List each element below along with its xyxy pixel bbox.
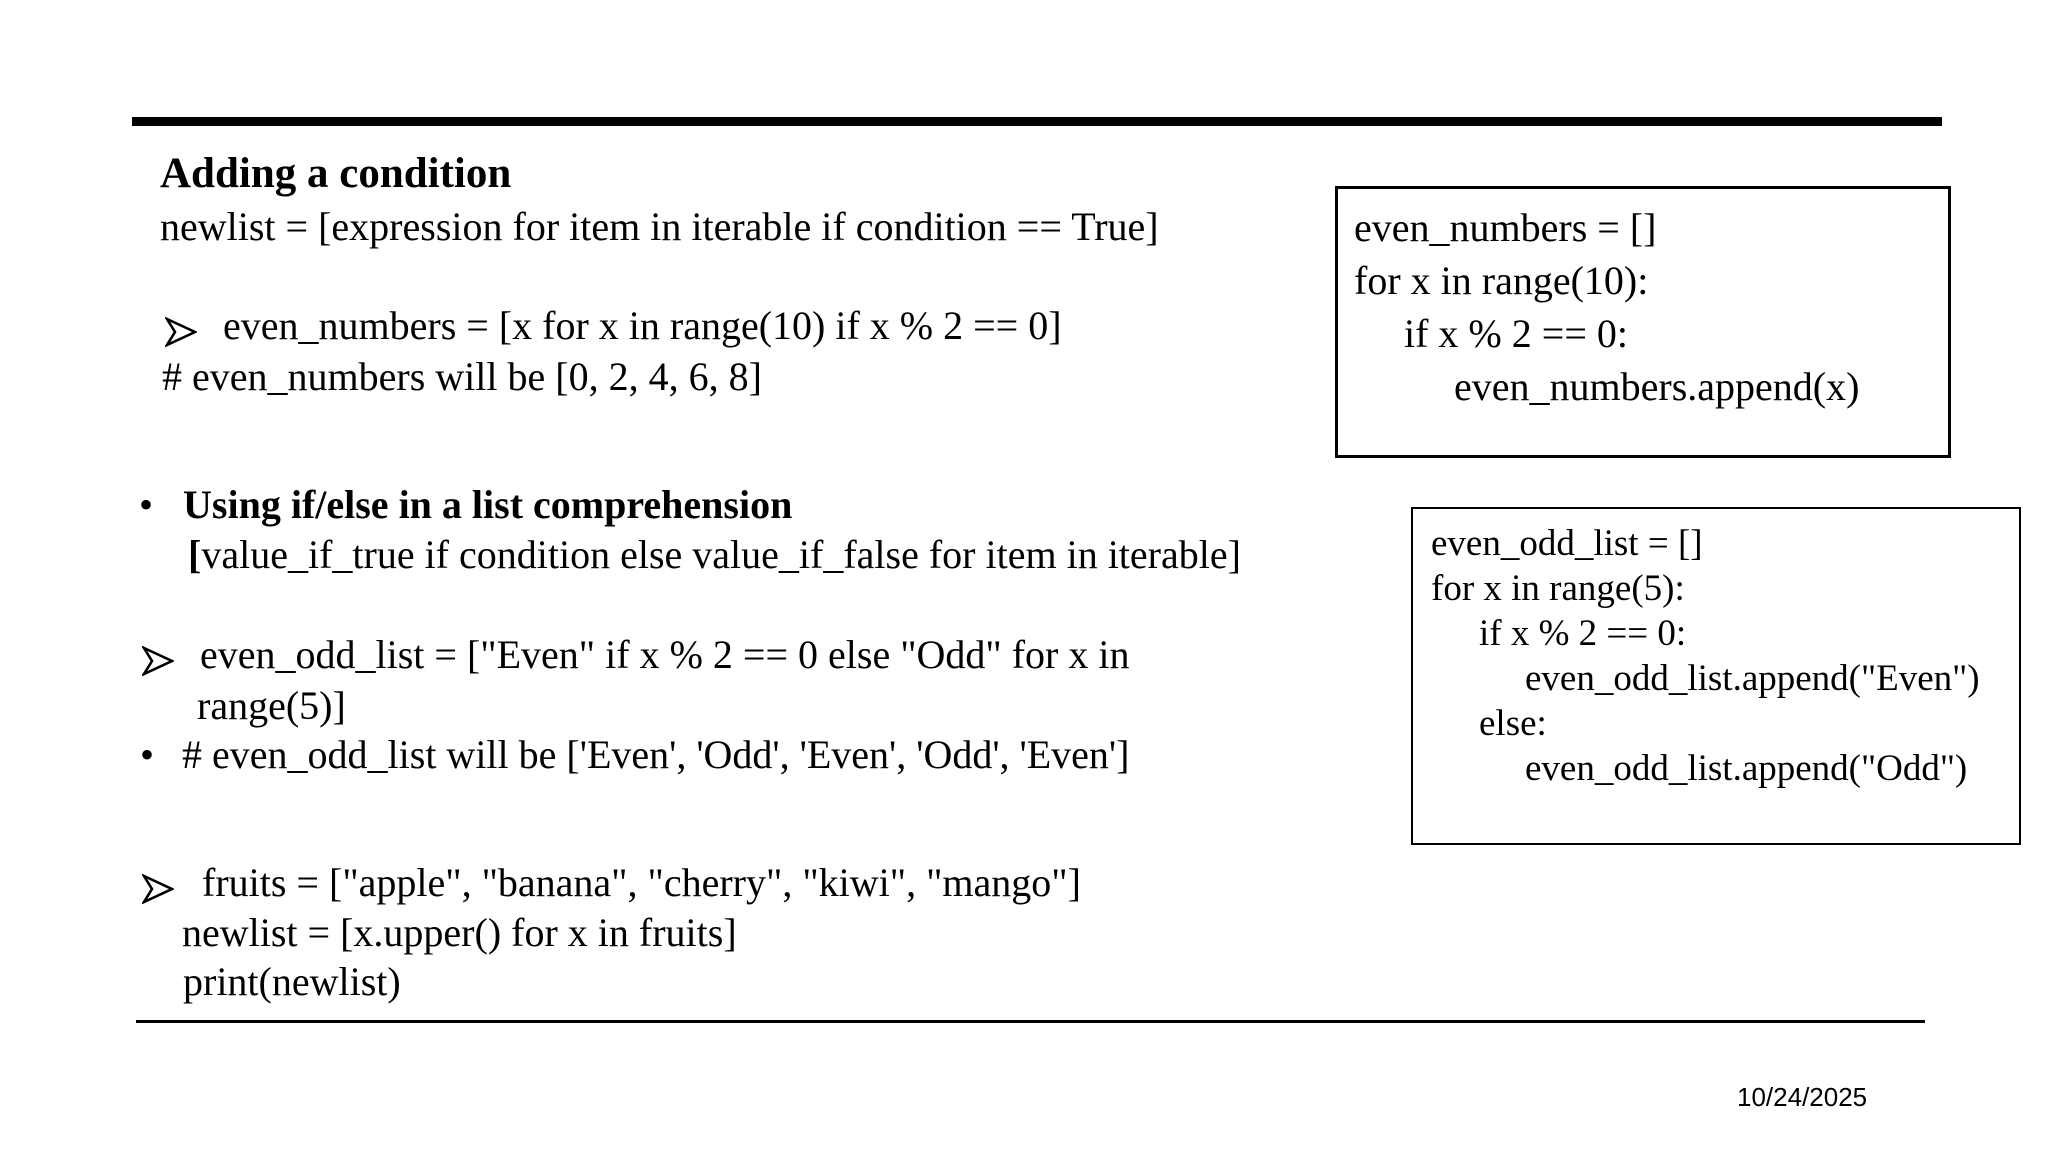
even-odd-code-line2: range(5)] bbox=[197, 683, 346, 728]
code-line: even_numbers = [] bbox=[1354, 205, 1657, 250]
code-line: even_odd_list.append("Odd") bbox=[1525, 748, 1968, 789]
fruits-code-line2: newlist = [x.upper() for x in fruits] bbox=[182, 910, 737, 955]
ifelse-syntax-line: [value_if_true if condition else value_i… bbox=[188, 531, 1241, 579]
dot-bullet-icon: • bbox=[139, 482, 154, 527]
ifelse-heading-line: • Using if/else in a list comprehension bbox=[139, 481, 792, 529]
even-numbers-comment: # even_numbers will be [0, 2, 4, 6, 8] bbox=[162, 354, 762, 399]
ifelse-syntax-bracket: [ bbox=[188, 532, 202, 577]
even-odd-comment: # even_odd_list will be ['Even', 'Odd', … bbox=[182, 732, 1130, 777]
bottom-divider-rule bbox=[136, 1020, 1925, 1023]
dot-bullet-icon: • bbox=[140, 732, 155, 777]
slide-title: Adding a condition bbox=[160, 150, 512, 197]
code-line: even_odd_list = [] bbox=[1431, 523, 1703, 564]
even-odd-code-box: even_odd_list = [] for x in range(5): if… bbox=[1411, 507, 2021, 845]
ifelse-syntax-rest: value_if_true if condition else value_if… bbox=[201, 532, 1241, 577]
code-line: for x in range(10): bbox=[1354, 258, 1649, 303]
code-line: for x in range(5): bbox=[1431, 568, 1685, 609]
arrowhead-bullet-icon bbox=[140, 867, 176, 915]
syntax-intro-line: newlist = [expression for item in iterab… bbox=[160, 204, 1159, 249]
arrowhead-bullet-icon bbox=[140, 639, 176, 687]
slide-date: 10/24/2025 bbox=[1737, 1082, 1868, 1112]
top-divider-rule bbox=[132, 117, 1942, 126]
code-line: else: bbox=[1479, 703, 1547, 744]
code-line: even_odd_list.append("Even") bbox=[1525, 658, 1980, 699]
even-odd-bullet-line: even_odd_list = ["Even" if x % 2 == 0 el… bbox=[140, 631, 1130, 687]
fruits-bullet-line: fruits = ["apple", "banana", "cherry", "… bbox=[140, 859, 1081, 915]
fruits-code-line1: fruits = ["apple", "banana", "cherry", "… bbox=[202, 860, 1081, 905]
arrowhead-bullet-icon bbox=[163, 310, 199, 358]
even-odd-code-line1: even_odd_list = ["Even" if x % 2 == 0 el… bbox=[200, 632, 1130, 677]
code-line: if x % 2 == 0: bbox=[1404, 311, 1628, 356]
code-line: if x % 2 == 0: bbox=[1479, 613, 1687, 654]
even-numbers-code-box: even_numbers = [] for x in range(10): if… bbox=[1335, 186, 1951, 458]
even-odd-comment-line: • # even_odd_list will be ['Even', 'Odd'… bbox=[140, 731, 1129, 779]
even-numbers-code: even_numbers = [x for x in range(10) if … bbox=[223, 303, 1062, 348]
fruits-code-line3: print(newlist) bbox=[183, 959, 401, 1004]
code-line: even_numbers.append(x) bbox=[1454, 364, 1860, 409]
even-numbers-bullet-line: even_numbers = [x for x in range(10) if … bbox=[163, 302, 1062, 358]
ifelse-heading: Using if/else in a list comprehension bbox=[183, 482, 793, 527]
